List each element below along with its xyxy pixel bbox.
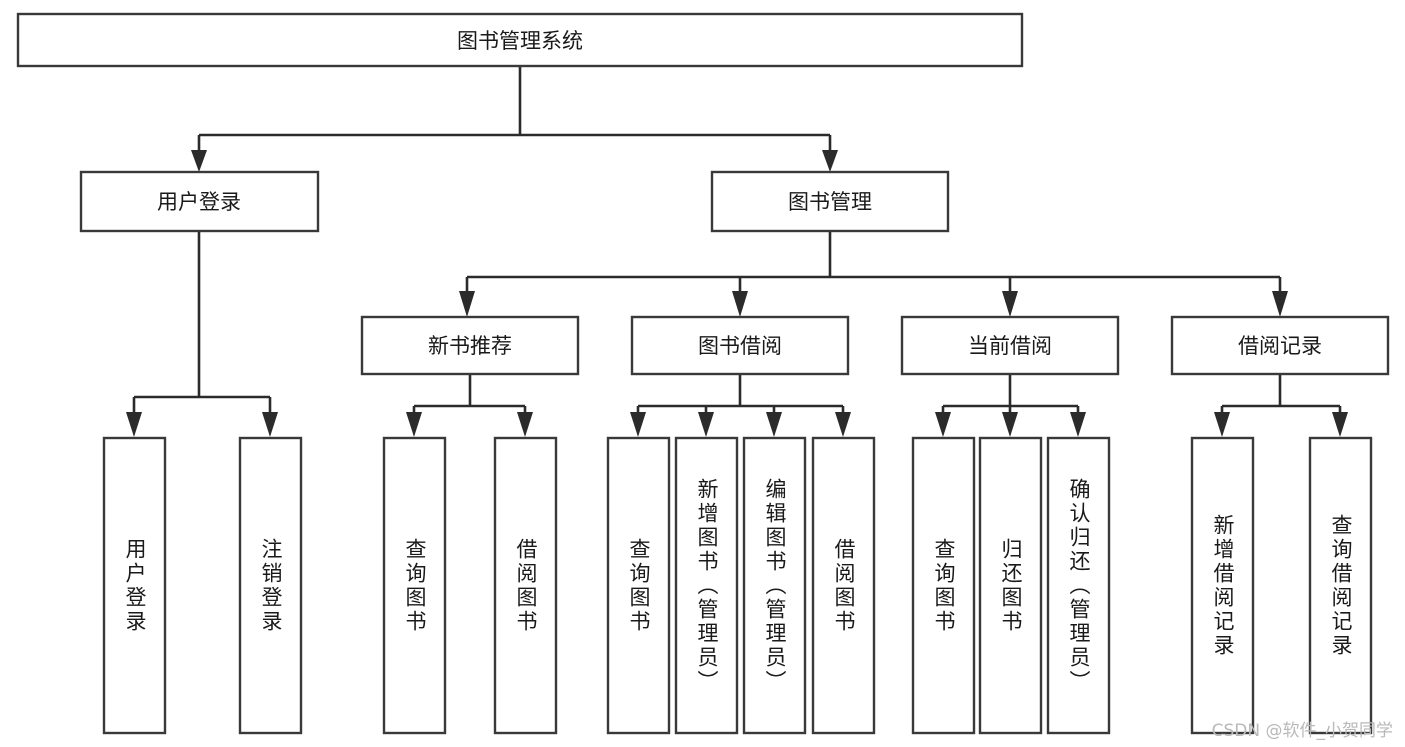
connector-layer xyxy=(126,66,1348,437)
node-current-borrow-label: 当前借阅 xyxy=(968,334,1052,358)
arrow-head-icon xyxy=(835,412,851,437)
arrow-head-icon xyxy=(1332,412,1348,437)
node-leaf-logout-label: 注销登录 xyxy=(259,538,283,634)
node-leaf-search-book-3[interactable]: 查询图书 xyxy=(911,436,976,735)
node-book-management[interactable]: 图书管理 xyxy=(710,170,950,233)
node-root-box[interactable] xyxy=(16,12,1024,68)
node-leaf-edit-book-admin-label: 编辑图书（管理员） xyxy=(763,478,787,694)
node-current-borrow[interactable]: 当前借阅 xyxy=(900,315,1120,376)
node-leaf-search-borrow-record-box[interactable] xyxy=(1308,436,1373,735)
node-leaf-user-login-label: 用户登录 xyxy=(123,538,147,634)
node-leaf-confirm-return-admin-box[interactable] xyxy=(1046,436,1111,735)
node-leaf-confirm-return-admin-label: 确认归还（管理员） xyxy=(1067,478,1091,694)
node-leaf-user-login-box[interactable] xyxy=(102,436,167,735)
node-book-borrow-box[interactable] xyxy=(630,315,850,376)
node-leaf-search-book-2-label: 查询图书 xyxy=(627,538,651,634)
node-book-borrow[interactable]: 图书借阅 xyxy=(630,315,850,376)
node-current-borrow-box[interactable] xyxy=(900,315,1120,376)
node-new-book-recommend[interactable]: 新书推荐 xyxy=(360,315,580,376)
node-leaf-search-book-1-box[interactable] xyxy=(382,436,447,735)
node-leaf-add-borrow-record[interactable]: 新增借阅记录 xyxy=(1190,436,1255,735)
node-leaf-search-book-3-label: 查询图书 xyxy=(932,538,956,634)
node-root-label: 图书管理系统 xyxy=(457,29,583,53)
watermark-text: CSDN @软件_小贺同学 xyxy=(1211,721,1393,741)
node-book-management-label: 图书管理 xyxy=(788,190,872,214)
node-user-login[interactable]: 用户登录 xyxy=(79,170,320,233)
node-leaf-edit-book-admin-box[interactable] xyxy=(742,436,807,735)
arrow-head-icon xyxy=(732,291,748,317)
arrow-head-icon xyxy=(935,412,951,437)
node-leaf-search-borrow-record-label: 查询借阅记录 xyxy=(1329,514,1353,658)
node-leaf-logout-box[interactable] xyxy=(238,436,303,735)
arrow-head-icon xyxy=(406,412,422,437)
arrow-head-icon xyxy=(766,412,782,437)
node-new-book-recommend-label: 新书推荐 xyxy=(428,334,512,358)
node-book-borrow-label: 图书借阅 xyxy=(698,334,782,358)
arrow-head-icon xyxy=(1272,291,1288,317)
node-borrow-record[interactable]: 借阅记录 xyxy=(1170,315,1390,376)
arrow-head-icon xyxy=(191,150,207,172)
node-leaf-logout[interactable]: 注销登录 xyxy=(238,436,303,735)
node-user-login-label: 用户登录 xyxy=(157,190,241,214)
node-leaf-search-book-1[interactable]: 查询图书 xyxy=(382,436,447,735)
node-leaf-borrow-book-1-label: 借阅图书 xyxy=(514,538,538,634)
arrow-head-icon xyxy=(459,291,475,317)
node-leaf-add-borrow-record-box[interactable] xyxy=(1190,436,1255,735)
node-leaf-search-book-1-label: 查询图书 xyxy=(403,538,427,634)
node-leaf-add-book-admin-box[interactable] xyxy=(674,436,739,735)
arrow-head-icon xyxy=(262,412,278,437)
arrow-head-icon xyxy=(1002,412,1018,437)
node-leaf-confirm-return-admin[interactable]: 确认归还（管理员） xyxy=(1046,436,1111,735)
node-leaf-add-book-admin-label: 新增图书（管理员） xyxy=(695,478,719,694)
arrow-head-icon xyxy=(630,412,646,437)
node-leaf-search-book-3-box[interactable] xyxy=(911,436,976,735)
node-leaf-borrow-book-2[interactable]: 借阅图书 xyxy=(811,436,876,735)
arrow-head-icon xyxy=(822,150,838,172)
node-leaf-borrow-book-2-label: 借阅图书 xyxy=(832,538,856,634)
arrow-head-icon xyxy=(517,412,533,437)
node-leaf-borrow-book-1-box[interactable] xyxy=(493,436,558,735)
node-leaf-borrow-book-1[interactable]: 借阅图书 xyxy=(493,436,558,735)
node-borrow-record-label: 借阅记录 xyxy=(1238,334,1322,358)
node-leaf-return-book-label: 归还图书 xyxy=(999,538,1023,634)
node-borrow-record-box[interactable] xyxy=(1170,315,1390,376)
node-root[interactable]: 图书管理系统 xyxy=(16,12,1024,68)
node-leaf-search-book-2-box[interactable] xyxy=(606,436,671,735)
node-leaf-search-borrow-record[interactable]: 查询借阅记录 xyxy=(1308,436,1373,735)
node-new-book-recommend-box[interactable] xyxy=(360,315,580,376)
node-leaf-edit-book-admin[interactable]: 编辑图书（管理员） xyxy=(742,436,807,735)
node-leaf-add-book-admin[interactable]: 新增图书（管理员） xyxy=(674,436,739,735)
arrow-head-icon xyxy=(126,412,142,437)
arrow-head-icon xyxy=(698,412,714,437)
node-leaf-add-borrow-record-label: 新增借阅记录 xyxy=(1211,514,1235,658)
arrow-head-icon xyxy=(1214,412,1230,437)
node-leaf-search-book-2[interactable]: 查询图书 xyxy=(606,436,671,735)
node-book-management-box[interactable] xyxy=(710,170,950,233)
node-leaf-return-book[interactable]: 归还图书 xyxy=(978,436,1043,735)
arrow-head-icon xyxy=(1070,412,1086,437)
node-leaf-user-login[interactable]: 用户登录 xyxy=(102,436,167,735)
arrow-head-icon xyxy=(1002,291,1018,317)
node-user-login-box[interactable] xyxy=(79,170,320,233)
node-leaf-borrow-book-2-box[interactable] xyxy=(811,436,876,735)
node-leaf-return-book-box[interactable] xyxy=(978,436,1043,735)
